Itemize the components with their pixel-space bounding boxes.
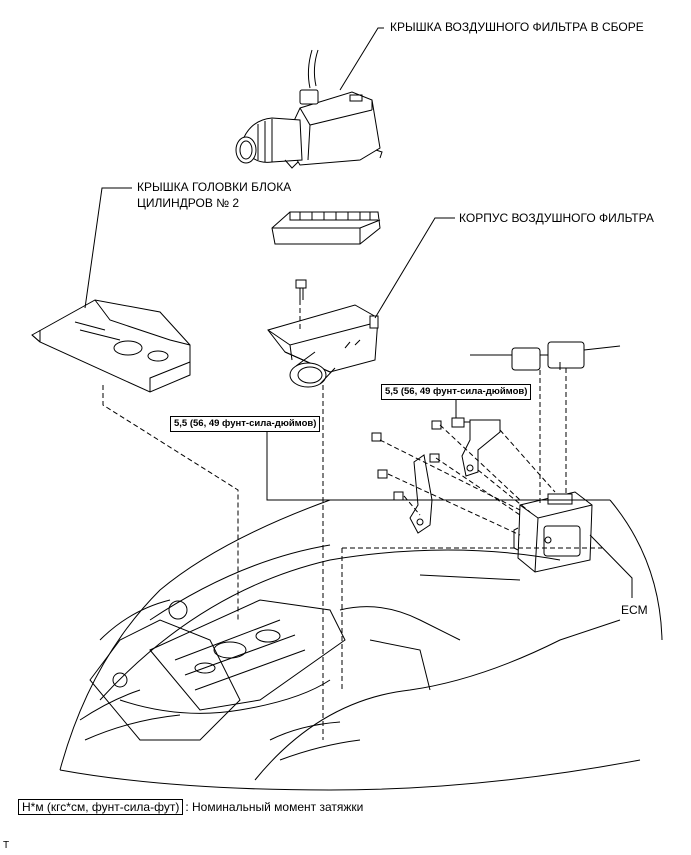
ecm-bracket-right bbox=[451, 417, 501, 477]
ecm-part bbox=[513, 491, 593, 573]
ecm-bracket-left bbox=[409, 454, 433, 534]
ecm-connectors bbox=[470, 341, 621, 371]
leader-ecm bbox=[589, 534, 633, 598]
legend-unit-box: Н*м (кгс*см, фунт-сила-фут) bbox=[18, 799, 184, 815]
air-cleaner-case-part bbox=[267, 304, 379, 388]
air-cleaner-cap-part bbox=[235, 49, 383, 169]
projection-lines bbox=[102, 300, 602, 740]
label-air-cleaner-case: КОРПУС ВОЗДУШНОГО ФИЛЬТРА bbox=[459, 211, 654, 225]
small-bolts bbox=[371, 420, 442, 501]
leader-head-cover bbox=[84, 187, 132, 309]
torque-spec-right: 5,5 (56, 49 фунт-сила-дюймов) bbox=[381, 384, 532, 400]
engine-bay-illustration bbox=[59, 499, 663, 791]
cylinder-head-cover-part bbox=[31, 299, 191, 393]
leader-torque-left bbox=[266, 430, 393, 501]
label-air-cleaner-cap: КРЫШКА ВОЗДУШНОГО ФИЛЬТРА В СБОРЕ bbox=[390, 20, 644, 34]
legend-text: : Номинальный момент затяжки bbox=[185, 800, 364, 814]
air-filter-element-part bbox=[271, 211, 381, 245]
footer-mark: T bbox=[3, 840, 10, 851]
case-bolt bbox=[295, 279, 307, 300]
torque-legend: Н*м (кгс*см, фунт-сила-фут): Номинальный… bbox=[18, 799, 364, 815]
leader-air-cleaner-case bbox=[374, 217, 455, 319]
label-head-cover-line2: ЦИЛИНДРОВ № 2 bbox=[137, 196, 240, 210]
torque-spec-left: 5,5 (56, 49 фунт-сила-дюймов) bbox=[170, 416, 321, 432]
leader-air-cleaner-cap bbox=[339, 27, 384, 91]
label-head-cover-line1: КРЫШКА ГОЛОВКИ БЛОКА bbox=[137, 180, 292, 194]
label-ecm: ECM bbox=[621, 603, 648, 617]
